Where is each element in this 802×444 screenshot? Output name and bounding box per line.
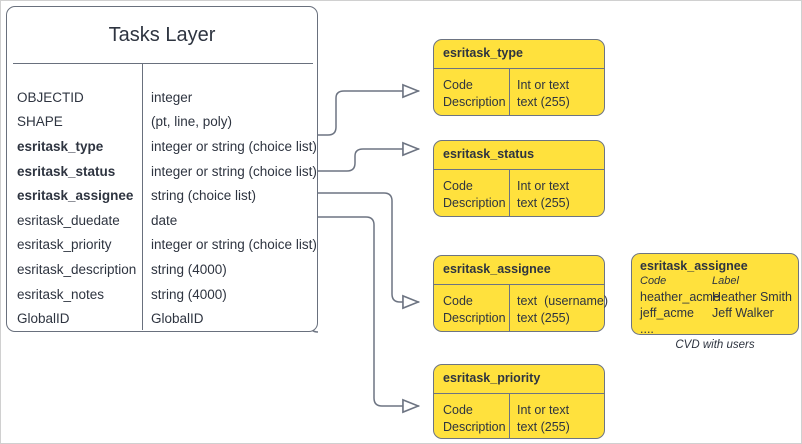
domain-column-divider [509,169,510,216]
field-type: integer [151,89,193,105]
domain-left-column: Code Description [443,403,506,434]
domain-right-column: text (username) text (255) [517,294,609,325]
field-type: (pt, line, poly) [151,114,233,130]
domain-right-column: Int or text text (255) [517,78,570,109]
connector-assignee [318,192,419,302]
field-type: GlobalID [151,311,204,327]
entity-column-divider [142,64,143,330]
domain-column-divider [509,284,510,331]
connector-type [318,91,419,136]
cvd-label-values: Heather Smith Jeff Walker [712,290,792,320]
entity-title-divider [13,63,313,64]
field-type: date [151,212,178,228]
domain-header-divider [434,284,604,285]
field-name: esritask_notes [17,286,105,302]
cvd-header-code: Code [640,275,667,287]
field-row: GlobalID GlobalID [7,306,317,331]
entity-field-list: OBJECTID integer SHAPE (pt, line, poly) … [7,85,317,331]
cvd-box-esritask-assignee: esritask_assignee Code Label heather_acm… [631,253,799,336]
field-type: string (4000) [151,286,227,302]
field-type: integer or string (choice list) [151,163,317,179]
field-name: esritask_description [17,261,137,277]
field-name: esritask_assignee [17,188,134,204]
field-row: esritask_priority integer or string (cho… [7,233,317,258]
domain-box-esritask-assignee: esritask_assignee Code Description text … [433,255,609,332]
field-type: string (choice list) [151,188,257,204]
domain-right-column: Int or text text (255) [517,179,570,210]
domain-box-esritask-priority: esritask_priority Code Description Int o… [433,364,605,439]
domain-title: esritask_status [443,147,535,161]
connector-status [318,149,419,172]
cvd-caption: CVD with users [675,339,755,351]
domain-right-column: Int or text text (255) [517,403,570,434]
field-name: esritask_type [17,138,104,154]
field-type: integer or string (choice list) [151,237,317,253]
field-row: esritask_description string (4000) [7,257,317,282]
field-name: OBJECTID [17,89,84,105]
cvd-header-label: Label [712,275,739,287]
domain-header-divider [434,68,604,69]
field-name: esritask_priority [17,237,112,253]
field-type: string (4000) [151,261,227,277]
domain-box-esritask-type: esritask_type Code Description Int or te… [433,39,605,116]
domain-header-divider [434,393,604,394]
field-row: SHAPE (pt, line, poly) [7,110,317,135]
field-name: SHAPE [17,114,63,130]
domain-left-column: Code Description [443,294,506,325]
field-name: GlobalID [17,311,70,327]
domain-box-esritask-status: esritask_status Code Description Int or … [433,140,605,217]
tasks-layer-entity: Tasks Layer OBJECTID integer SHAPE (pt, … [6,6,318,332]
domain-title: esritask_priority [443,371,541,385]
cvd-code-values: heather_acme jeff_acme .... [640,290,720,336]
field-name: esritask_duedate [17,212,120,228]
entity-title: Tasks Layer [108,24,216,46]
domain-title: esritask_type [443,46,523,60]
field-row: esritask_assignee string (choice list) [7,183,317,208]
domain-title: esritask_assignee [443,262,551,276]
field-row: esritask_status integer or string (choic… [7,159,317,184]
domain-left-column: Code Description [443,179,506,210]
field-name: esritask_status [17,163,116,179]
field-type: integer or string (choice list) [151,138,317,154]
field-row: esritask_type integer or string (choice … [7,134,317,159]
field-row: esritask_duedate date [7,208,317,233]
cvd-title: esritask_assignee [640,259,748,273]
domain-column-divider [509,393,510,438]
domain-left-column: Code Description [443,78,506,109]
domain-header-divider [434,169,604,170]
field-row: esritask_notes string (4000) [7,282,317,307]
domain-column-divider [509,68,510,115]
field-row: OBJECTID integer [7,85,317,110]
connector-priority [309,216,419,406]
